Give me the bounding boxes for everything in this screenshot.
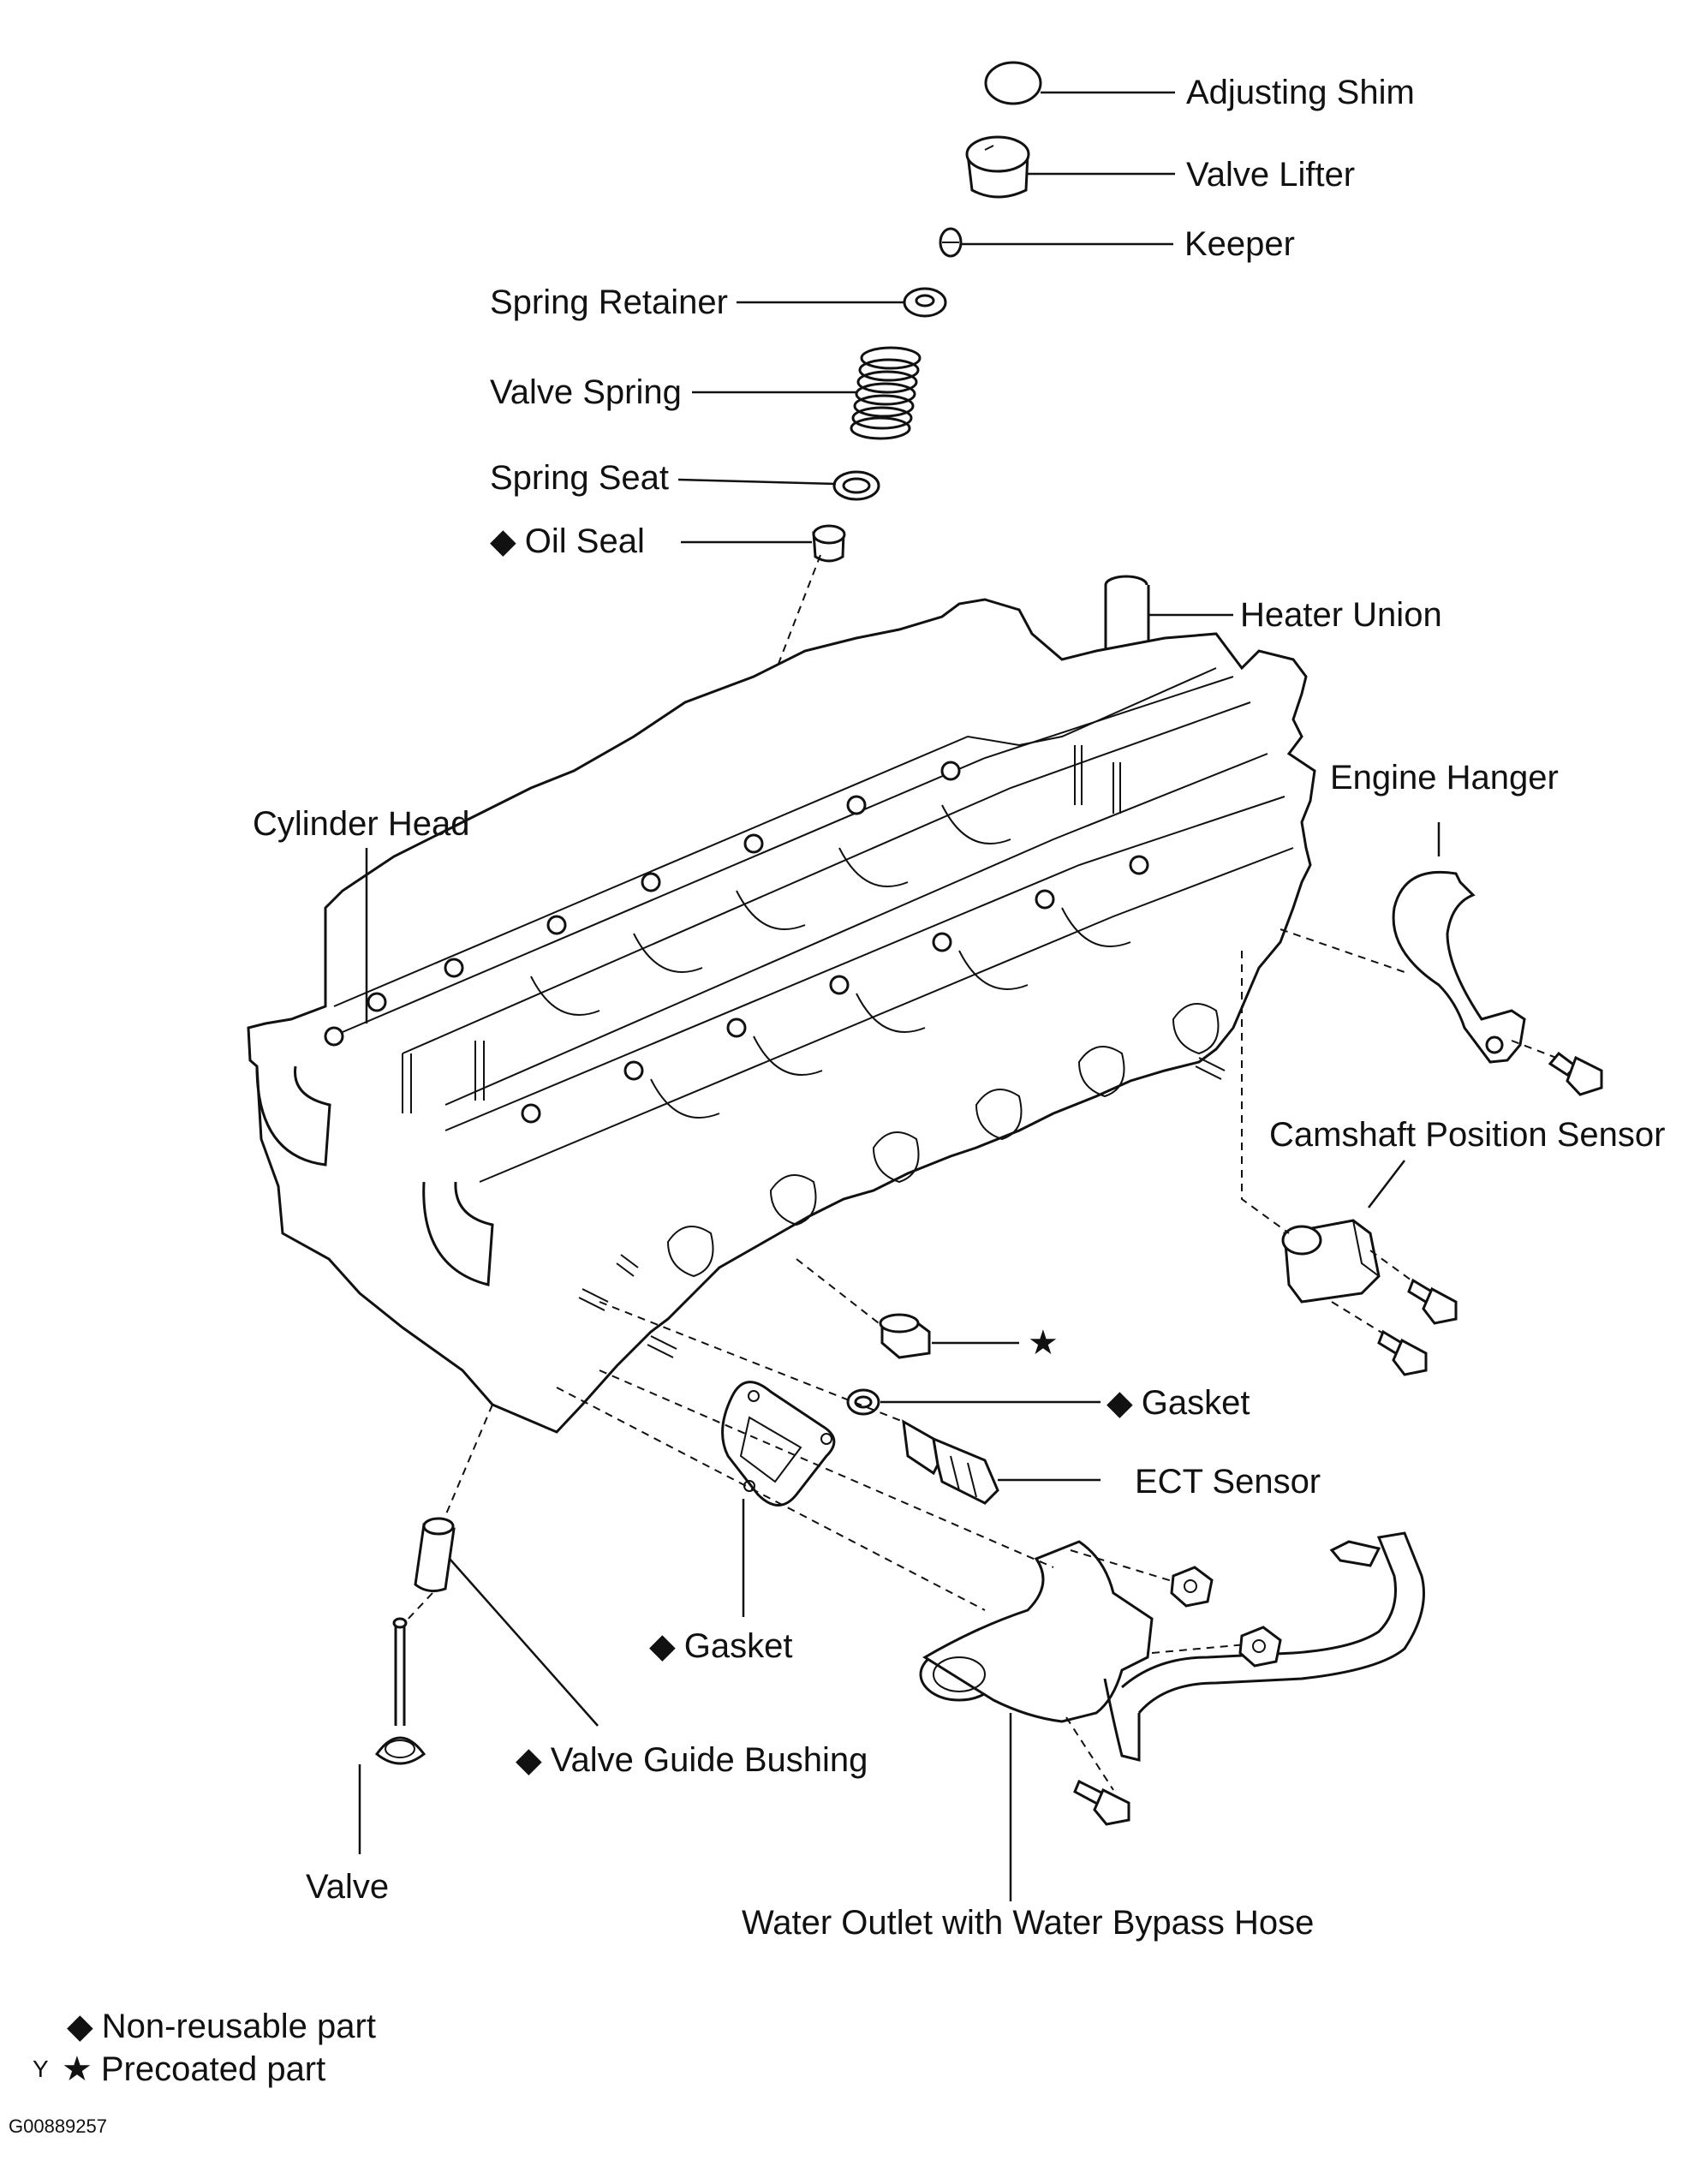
label-valve: Valve bbox=[306, 1868, 390, 1906]
outlet-nut-1-part bbox=[1170, 1566, 1214, 1608]
outlet-bolt-part bbox=[1073, 1779, 1130, 1826]
valve-guide-bushing-text: Valve Guide Bushing bbox=[550, 1741, 868, 1779]
label-water-outlet: Water Outlet with Water Bypass Hose bbox=[742, 1904, 1315, 1942]
label-gasket-outlet: ◆Gasket bbox=[649, 1629, 792, 1663]
valve-part bbox=[374, 1617, 426, 1765]
label-valve-guide-bushing: ◆Valve Guide Bushing bbox=[516, 1743, 868, 1777]
sensor-bolt-1-part bbox=[1407, 1278, 1458, 1325]
legend-precoated-text: Precoated part bbox=[100, 2050, 326, 2088]
valve-spring-part bbox=[850, 346, 922, 440]
cylinder-head-part bbox=[247, 598, 1316, 1434]
outlet-nut-2-part bbox=[1238, 1626, 1282, 1668]
label-keeper: Keeper bbox=[1184, 225, 1295, 263]
label-gasket-ect: ◆Gasket bbox=[1107, 1386, 1250, 1420]
diamond-icon: ◆ bbox=[516, 1741, 542, 1779]
label-engine-hanger: Engine Hanger bbox=[1330, 759, 1559, 797]
label-valve-lifter: Valve Lifter bbox=[1186, 156, 1356, 194]
diamond-icon: ◆ bbox=[1107, 1384, 1133, 1422]
legend-non-reusable: ◆Non-reusable part bbox=[67, 2009, 376, 2044]
label-valve-spring: Valve Spring bbox=[490, 373, 682, 411]
star-icon: ★ bbox=[1028, 1324, 1059, 1362]
label-spring-seat: Spring Seat bbox=[490, 459, 670, 497]
diamond-icon: ◆ bbox=[67, 2008, 93, 2045]
spring-retainer-part bbox=[903, 287, 947, 318]
sensor-bolt-2-part bbox=[1377, 1329, 1428, 1376]
diamond-icon: ◆ bbox=[649, 1627, 676, 1665]
ect-gasket-part bbox=[846, 1388, 880, 1416]
label-oil-seal: ◆Oil Seal bbox=[490, 524, 645, 558]
hanger-bolt-part bbox=[1548, 1051, 1603, 1096]
legend-precoated: ★Precoated part bbox=[62, 2052, 325, 2086]
label-spring-retainer: Spring Retainer bbox=[490, 283, 728, 321]
ect-sensor-part bbox=[902, 1419, 999, 1505]
star-icon: ★ bbox=[62, 2050, 92, 2088]
water-outlet-part bbox=[919, 1531, 1425, 1762]
gasket-outlet-text: Gasket bbox=[683, 1627, 793, 1665]
precoated-plug-part bbox=[879, 1313, 931, 1359]
spring-seat-part bbox=[832, 470, 880, 501]
engine-hanger-part bbox=[1392, 870, 1526, 1064]
label-heater-union: Heater Union bbox=[1240, 596, 1442, 634]
valve-lifter-part bbox=[965, 135, 1030, 199]
label-camshaft-position-sensor: Camshaft Position Sensor bbox=[1269, 1116, 1666, 1154]
oil-seal-text: Oil Seal bbox=[524, 522, 645, 560]
valve-guide-bushing-part bbox=[414, 1517, 456, 1593]
figure-code: G00889257 bbox=[9, 2115, 107, 2137]
label-cylinder-head: Cylinder Head bbox=[253, 805, 470, 843]
keeper-part bbox=[939, 227, 963, 258]
diamond-icon: ◆ bbox=[490, 522, 516, 560]
camshaft-position-sensor-part bbox=[1281, 1219, 1381, 1304]
legend-non-reusable-text: Non-reusable part bbox=[101, 2008, 376, 2045]
adjusting-shim-part bbox=[984, 61, 1042, 105]
label-adjusting-shim: Adjusting Shim bbox=[1186, 74, 1415, 111]
legend-y-mark: Y bbox=[33, 2056, 49, 2082]
gasket-ect-text: Gasket bbox=[1141, 1384, 1250, 1422]
label-ect-sensor: ECT Sensor bbox=[1135, 1463, 1321, 1501]
oil-seal-part bbox=[812, 524, 846, 563]
outlet-gasket-part bbox=[721, 1381, 836, 1507]
